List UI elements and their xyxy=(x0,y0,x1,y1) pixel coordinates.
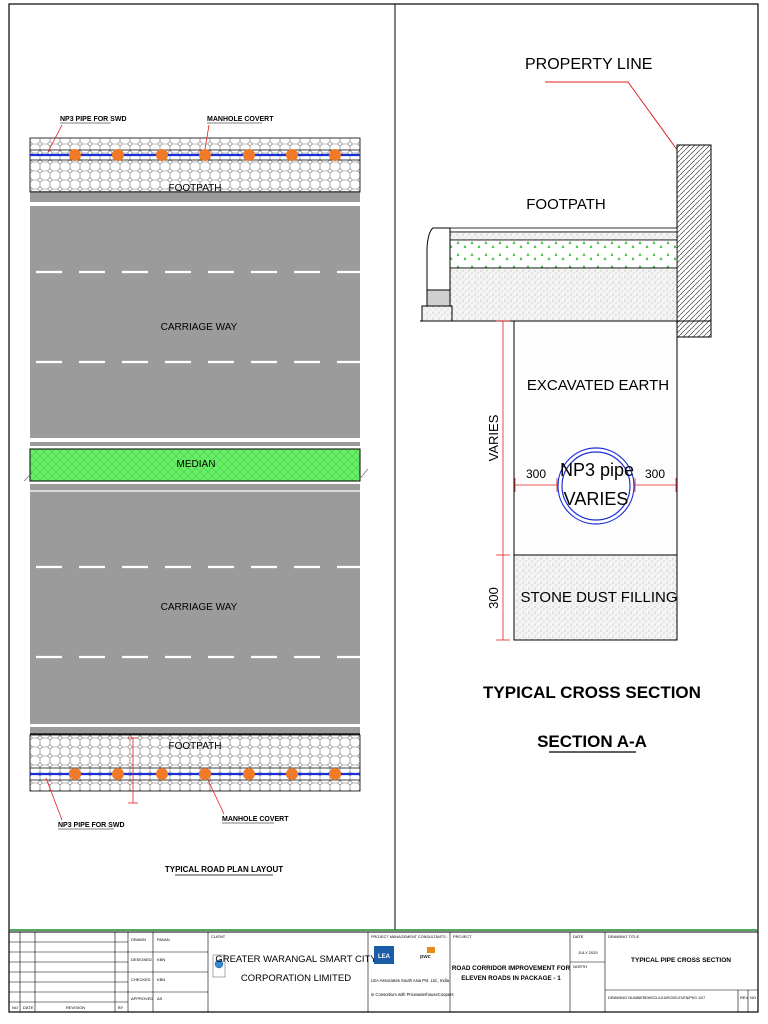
rev-header-by: BY xyxy=(118,1005,124,1010)
consultant-line2: in Consortium with PricewaterhouseCooper… xyxy=(371,992,454,997)
top-manhole-leader xyxy=(204,124,210,150)
consultants-label: PROJECT MANAGEMENT CONSULTANTS : xyxy=(371,935,448,939)
bottom-kerb-strip xyxy=(30,727,360,734)
dim-right-value: 300 xyxy=(645,467,665,481)
top-kerb-strip xyxy=(30,193,360,202)
bottom-pipe-label: NP3 PIPE FOR SWD xyxy=(58,822,125,829)
pipe-label-line1: NP3 pipe xyxy=(560,460,634,480)
project-label: PROJECT xyxy=(453,934,472,939)
bottom-manhole-label: MANHOLE COVERT xyxy=(222,816,289,823)
trench-stone-dust xyxy=(513,554,678,641)
manhole xyxy=(69,768,81,780)
rev-header-no: NO xyxy=(12,1005,18,1010)
rev-label: REV xyxy=(740,995,749,1000)
footpath-tile-layer xyxy=(449,227,678,233)
drawing-title: TYPICAL PIPE CROSS SECTION xyxy=(631,957,731,964)
rev-no-label: NO xyxy=(750,995,756,1000)
property-line-leader xyxy=(545,81,684,159)
date-value: JULY 2020 xyxy=(578,950,598,955)
excavated-earth-label: EXCAVATED EARTH xyxy=(527,377,669,394)
consultant-line1: LEA Associates South Asia Pvt. Ltd., Ind… xyxy=(371,978,450,983)
drawing-title-label: DRAWING TITLE xyxy=(608,934,639,939)
manhole xyxy=(243,149,255,161)
property-line-label: PROPERTY LINE xyxy=(525,56,652,73)
manhole xyxy=(112,149,124,161)
title-block: NO DATE REVISION BY DRAWN PAVAN DESIGNED… xyxy=(8,929,759,1013)
top-manholes xyxy=(69,149,341,161)
role-label-drawn: DRAWN xyxy=(131,937,146,942)
role-value-checked: KBN xyxy=(157,977,165,982)
bottom-footpath-label: FOOTPATH xyxy=(169,741,222,752)
carriage-way-bottom-label: CARRIAGE WAY xyxy=(161,602,238,613)
rev-header-revision: REVISION xyxy=(66,1005,85,1010)
manhole xyxy=(286,768,298,780)
manhole xyxy=(199,768,211,780)
manhole xyxy=(286,149,298,161)
stone-dust-label: STONE DUST FILLING xyxy=(521,589,678,606)
kerb-stone xyxy=(426,227,451,291)
carriage-way-top-label: CARRIAGE WAY xyxy=(161,322,238,333)
bottom-pipe-leader xyxy=(45,777,63,821)
median-strip xyxy=(29,448,361,482)
pwc-logo-text: pwc xyxy=(420,954,431,960)
section-title: TYPICAL CROSS SECTION xyxy=(483,683,701,702)
dim-bottom-value: 300 xyxy=(486,587,501,609)
manhole xyxy=(243,768,255,780)
role-value-approved: AS xyxy=(157,996,163,1001)
property-wall xyxy=(676,144,712,338)
role-label-checked: CHECKED xyxy=(131,977,151,982)
rev-header-date: DATE xyxy=(23,1005,34,1010)
dim-left-value: 300 xyxy=(526,467,546,481)
section-footpath-label: FOOTPATH xyxy=(526,196,605,213)
north-label: NORTH xyxy=(573,964,587,969)
project-name-line2: ELEVEN ROADS IN PACKAGE - 1 xyxy=(461,975,561,982)
manhole xyxy=(69,149,81,161)
role-label-designed: DESIGNED xyxy=(131,957,152,962)
bottom-footpath-strip xyxy=(29,734,361,792)
lane-markings-bottom xyxy=(36,565,360,659)
drawing-number-label: DRAWING NUMBER xyxy=(608,995,646,1000)
road-plan-layout: NP3 PIPE FOR SWD MANHOLE COVERT FOOTPATH… xyxy=(23,116,369,876)
client-label: CLIENT xyxy=(211,934,226,939)
top-pipe-leader xyxy=(47,124,63,153)
manhole xyxy=(112,768,124,780)
revision-table xyxy=(9,932,129,1012)
top-manhole-label: MANHOLE COVERT xyxy=(207,116,274,123)
top-footpath-label: FOOTPATH xyxy=(169,183,222,194)
project-name-line1: ROAD CORRIDOR IMPROVEMENT FOR xyxy=(452,965,571,972)
lea-logo xyxy=(374,946,394,964)
manhole xyxy=(199,149,211,161)
top-pipe-label: NP3 PIPE FOR SWD xyxy=(60,116,127,123)
pipe-cross-section: PROPERTY LINE FOOTPATH EXCAVATED EARTH S… xyxy=(420,56,712,753)
pipe-label-line2: VARIES xyxy=(564,489,629,509)
manhole xyxy=(329,149,341,161)
role-value-drawn: PAVAN xyxy=(157,937,170,942)
role-value-designed: KBN xyxy=(157,957,165,962)
np3-pipe-inner xyxy=(561,451,631,521)
bottom-manholes xyxy=(69,768,341,780)
drawing-number: GWSCL/LEA/RCI/ELEVEN/PKG-1/07 xyxy=(645,996,705,1000)
manhole xyxy=(156,768,168,780)
carriage-way-top xyxy=(30,206,360,438)
lane-markings-top xyxy=(36,270,360,364)
section-subtitle: SECTION A-A xyxy=(537,732,647,751)
role-label-approved: APPROVED xyxy=(131,996,153,1001)
carriage-way-bottom xyxy=(30,484,360,724)
manhole xyxy=(329,768,341,780)
client-name-line1: GREATER WARANGAL SMART CITY xyxy=(215,954,377,965)
top-footpath-strip xyxy=(29,137,361,193)
footpath-bedding-layer xyxy=(449,231,678,241)
lea-logo-text: LEA xyxy=(378,954,391,960)
median-label: MEDIAN xyxy=(177,459,216,470)
manhole xyxy=(156,149,168,161)
client-name-line2: CORPORATION LIMITED xyxy=(241,973,351,984)
plan-caption: TYPICAL ROAD PLAN LAYOUT xyxy=(165,865,283,874)
bottom-manhole-leader xyxy=(207,779,225,815)
date-label: DATE xyxy=(573,934,584,939)
footpath-sub-base xyxy=(449,267,678,322)
footpath-fill-layer xyxy=(449,239,678,269)
dim-varies-value: VARIES xyxy=(486,414,501,461)
